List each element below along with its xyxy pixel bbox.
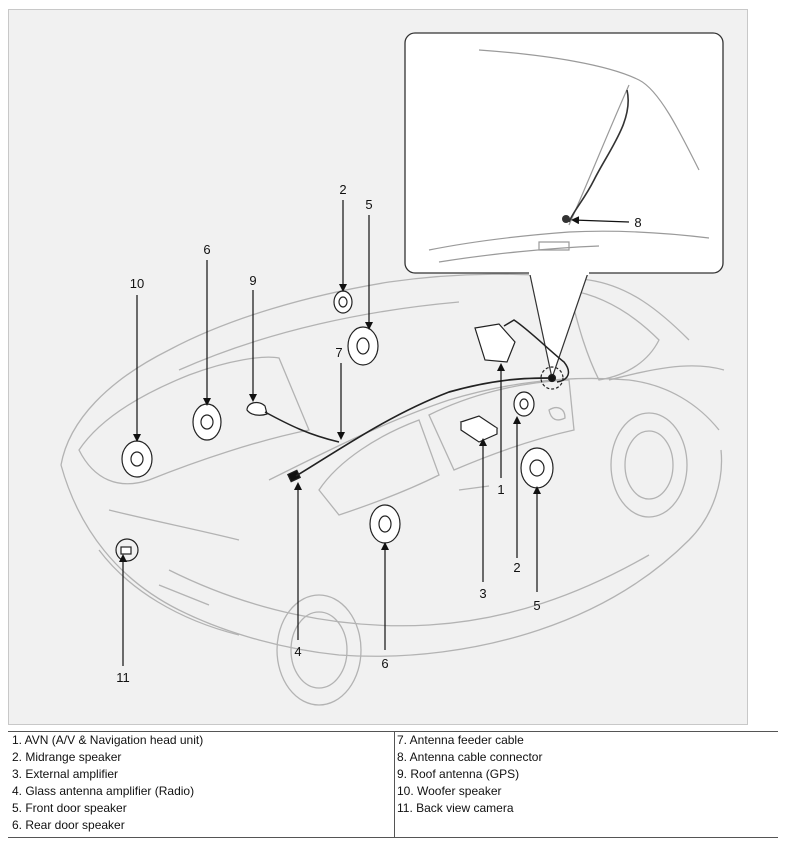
- windshield: [568, 289, 660, 381]
- connector-detail-inset: [404, 32, 724, 381]
- glass-antenna-amplifier: [286, 469, 302, 483]
- component-legend: 1. AVN (A/V & Navigation head unit) 2. M…: [8, 731, 778, 838]
- legend-item-7: 7. Antenna feeder cable: [397, 733, 524, 747]
- rear-wheel-inner: [290, 611, 348, 689]
- legend-item-9: 9. Roof antenna (GPS): [397, 767, 520, 781]
- callout-8: 8: [634, 215, 641, 230]
- legend-item-4: 4. Glass antenna amplifier (Radio): [12, 784, 195, 798]
- roof-antenna-gps: [246, 401, 268, 416]
- car-roof-line: [60, 273, 690, 466]
- callout-10: 10: [130, 276, 144, 291]
- back-view-camera: [115, 538, 139, 562]
- antenna-connector-location: [540, 366, 564, 390]
- woofer-speaker: [121, 440, 153, 478]
- legend-item-2: 2. Midrange speaker: [12, 750, 122, 764]
- inset-trim: [438, 245, 600, 263]
- license-area: [158, 584, 210, 606]
- leader-8: [571, 216, 630, 225]
- rear-glass: [78, 356, 310, 485]
- rear-door-speaker-right: [369, 504, 401, 544]
- car-side-line: [60, 449, 723, 657]
- callout-6-bottom: 6: [381, 656, 388, 671]
- front-wheel-inner: [624, 430, 674, 500]
- components: [115, 290, 570, 562]
- legend-item-6: 6. Rear door speaker: [12, 818, 125, 832]
- callout-9: 9: [249, 273, 256, 288]
- front-wheel: [610, 412, 688, 518]
- callout-5-bottom: 5: [533, 598, 540, 613]
- inset-connector: [562, 215, 570, 223]
- inset-feeder-cable: [568, 89, 629, 223]
- legend-item-3: 3. External amplifier: [12, 767, 119, 781]
- callout-1: 1: [497, 482, 504, 497]
- legend-column-right: 7. Antenna feeder cable 8. Antenna cable…: [395, 732, 779, 838]
- callout-2-top: 2: [339, 182, 346, 197]
- legend-item-11: 11. Back view camera: [397, 801, 514, 815]
- antenna-connector-dot: [547, 373, 557, 383]
- avn-antenna-cable: [503, 319, 570, 383]
- hood-line: [608, 365, 725, 381]
- callout-5-top: 5: [365, 197, 372, 212]
- component-location-diagram: 10 6 9 2 5 7 8 1 3 2 5 6 4 11: [8, 9, 748, 725]
- trunk-edge: [108, 509, 240, 541]
- door-handle: [458, 485, 490, 491]
- front-door-speaker-left: [347, 326, 379, 366]
- rear-bumper: [98, 549, 240, 636]
- callout-7: 7: [335, 345, 342, 360]
- diagram-canvas: 10 6 9 2 5 7 8 1 3 2 5 6 4 11: [60, 32, 725, 706]
- roof-rail: [178, 301, 460, 371]
- legend-item-8: 8. Antenna cable connector: [397, 750, 543, 764]
- gps-antenna-cable: [264, 411, 340, 443]
- rear-door-speaker-left: [192, 403, 222, 441]
- legend-column-left: 1. AVN (A/V & Navigation head unit) 2. M…: [8, 731, 395, 838]
- midrange-speaker-door: [513, 391, 535, 417]
- car-lower-body: [168, 554, 650, 627]
- car-beltline: [268, 377, 720, 481]
- legend-item-5: 5. Front door speaker: [12, 801, 127, 815]
- midrange-speaker-roof: [333, 290, 353, 314]
- legend-item-1: 1. AVN (A/V & Navigation head unit): [12, 733, 204, 747]
- antenna-feeder-cable: [295, 377, 553, 477]
- callout-11: 11: [116, 670, 130, 685]
- car-body-outline: [60, 273, 725, 706]
- inset-dashboard: [428, 230, 710, 251]
- callout-3: 3: [479, 586, 486, 601]
- callout-4: 4: [294, 644, 301, 659]
- inset-frame: [404, 32, 724, 274]
- inset-pointer: [528, 269, 590, 381]
- avn-head-unit: [474, 323, 516, 363]
- leader-lines: [119, 200, 630, 666]
- callout-6-top: 6: [203, 242, 210, 257]
- callout-2-bottom: 2: [513, 560, 520, 575]
- legend-item-10: 10. Woofer speaker: [397, 784, 502, 798]
- inset-a-pillar: [478, 49, 700, 171]
- callout-labels: 10 6 9 2 5 7 8 1 3 2 5 6 4 11: [116, 182, 641, 685]
- front-door-speaker-right: [520, 447, 554, 489]
- side-mirror: [548, 407, 566, 421]
- rear-door-window: [318, 419, 440, 516]
- inset-vent: [538, 241, 570, 251]
- rear-wheel: [276, 594, 362, 706]
